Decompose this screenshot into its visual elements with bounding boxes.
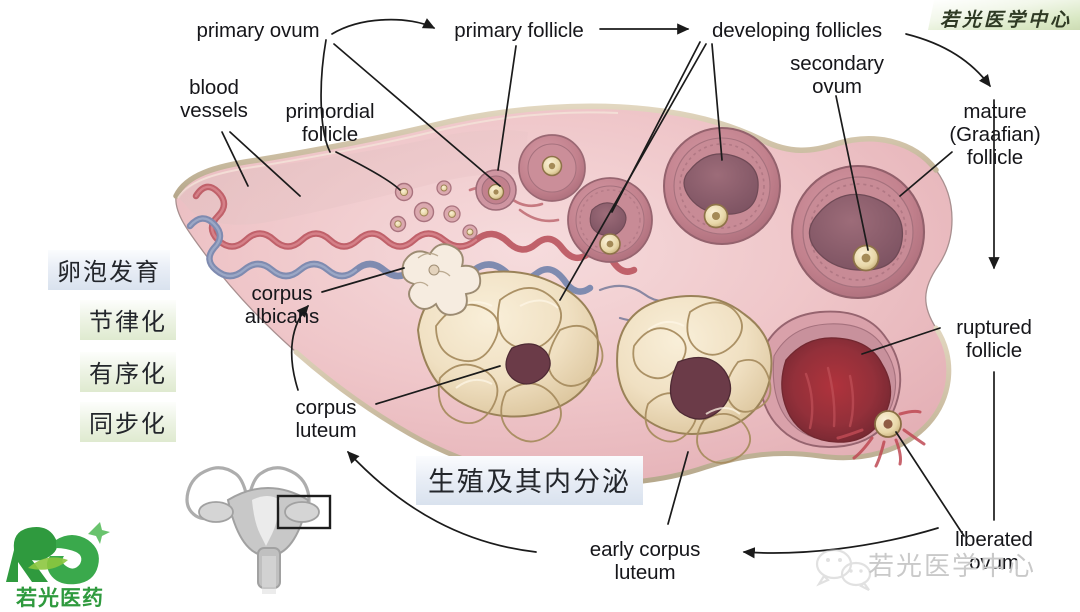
label-mature-graafian-follicle: mature (Graafian) follicle: [949, 100, 1041, 169]
mature-graafian-follicle: [790, 164, 926, 300]
primary-follicle: [475, 169, 517, 211]
label-corpus-luteum: corpus luteum: [295, 396, 357, 442]
label-early-corpus-luteum: early corpus luteum: [589, 538, 701, 584]
cn-label-reproduction-endocrine: 生殖及其内分泌: [416, 456, 643, 505]
cn-label-follicle-development: 卵泡发育: [48, 250, 170, 290]
label-blood-vessels: blood vessels: [180, 76, 248, 122]
developing-follicle-early: [518, 134, 586, 202]
label-secondary-ovum: secondary ovum: [790, 52, 884, 98]
early-corpus-luteum: [616, 295, 773, 464]
leader-lines: [221, 18, 1000, 559]
label-liberated-ovum: liberated ovum: [955, 528, 1033, 574]
label-developing-follicles: developing follicles: [711, 19, 883, 42]
label-ruptured-follicle: ruptured follicle: [956, 316, 1032, 362]
bottom-left-logo-text: 若光医药: [16, 586, 104, 610]
developing-follicle-antral-left: [567, 177, 653, 263]
cn-label-synchronized: 同步化: [80, 402, 176, 442]
cn-label-ordered: 有序化: [80, 352, 176, 392]
developing-follicle-antral-upper: [663, 127, 781, 245]
label-primary-ovum: primary ovum: [196, 19, 320, 42]
wechat-watermark-text: 若光医学中心: [868, 552, 1037, 582]
cn-label-rhythmic: 节律化: [80, 300, 176, 340]
label-corpus-albicans: corpus albicans: [244, 282, 320, 328]
label-primary-follicle: primary follicle: [454, 19, 584, 42]
top-right-watermark-banner: [928, 0, 1080, 30]
label-primordial-follicle: primordial follicle: [285, 100, 375, 146]
inset-highlight-box: [276, 494, 332, 530]
primordial-follicle-cluster: [389, 180, 478, 240]
top-right-watermark-text: 若光医学中心: [940, 9, 1073, 31]
corpus-albicans: [401, 243, 482, 316]
